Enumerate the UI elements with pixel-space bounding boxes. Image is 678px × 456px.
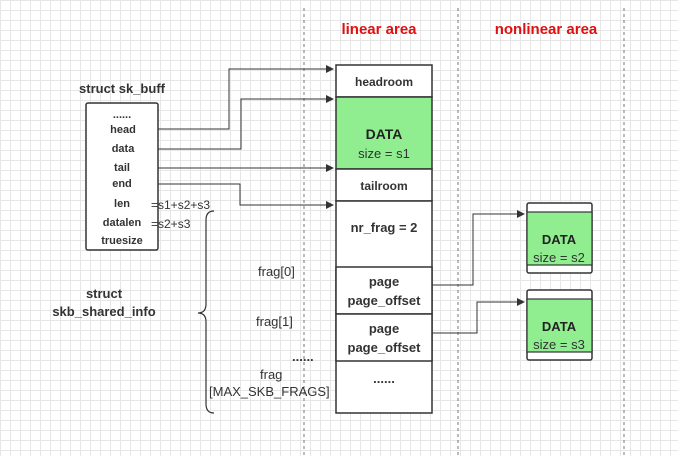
frag-dots-label: ...... <box>292 349 314 364</box>
sk-buff-box <box>85 102 159 251</box>
frag1-page-arrow <box>432 298 525 334</box>
nonlinear-page2-label: DATA <box>542 319 577 334</box>
linear-data-label: DATA <box>366 126 403 142</box>
frag1-page: page <box>369 321 399 336</box>
frag-max-label-line1: frag <box>260 367 282 382</box>
sk-buff-field-len: len <box>114 198 130 210</box>
sk-buff-field: ...... <box>113 109 131 121</box>
shared-info-brace <box>197 210 215 414</box>
frag0-label: frag[0] <box>258 264 295 279</box>
nonlinear-page1-size: size = s2 <box>533 250 585 265</box>
nonlinear-page1-data <box>526 211 593 266</box>
nonlinear-page1-label: DATA <box>542 232 577 247</box>
linear-area-header: linear area <box>341 21 417 38</box>
sk-buff-field-end: end <box>112 178 132 190</box>
sk-buff-field-datalen: datalen <box>103 217 142 229</box>
frag0-page-offset: page_offset <box>348 293 422 308</box>
shared-info-title-line1: struct <box>86 286 123 301</box>
end-pointer-arrow <box>158 183 334 209</box>
sk-buff-field-tail: tail <box>114 162 130 174</box>
linear-data-size: size = s1 <box>358 146 410 161</box>
frag-ellipsis: ...... <box>373 371 395 386</box>
sk-buff-field-data: data <box>112 143 136 155</box>
headroom-label: headroom <box>355 75 413 89</box>
frag1-box <box>335 313 433 362</box>
frag0-page: page <box>369 274 399 289</box>
sk-buff-title: struct sk_buff <box>79 81 166 96</box>
len-value: =s1+s2+s3 <box>151 198 210 212</box>
headroom-box <box>335 64 433 98</box>
nonlinear-area-header: nonlinear area <box>495 21 598 38</box>
data-pointer-arrow <box>158 95 334 150</box>
datalen-value: =s2+s3 <box>151 217 191 231</box>
frag1-page-offset: page_offset <box>348 340 422 355</box>
shared-info-title-line2: skb_shared_info <box>52 304 155 319</box>
sk-buff-field-truesize: truesize <box>101 235 143 247</box>
nr-frag-label: nr_frag = 2 <box>351 220 418 235</box>
frag1-label: frag[1] <box>256 314 293 329</box>
tailroom-label: tailroom <box>360 179 407 193</box>
nonlinear-page2-data <box>526 298 593 353</box>
nonlinear-page2-size: size = s3 <box>533 337 585 352</box>
head-pointer-arrow <box>158 65 334 130</box>
sk-buff-field-head: head <box>110 124 136 136</box>
frag0-page-arrow <box>432 210 525 286</box>
frag-max-label-line2: [MAX_SKB_FRAGS] <box>209 384 330 399</box>
